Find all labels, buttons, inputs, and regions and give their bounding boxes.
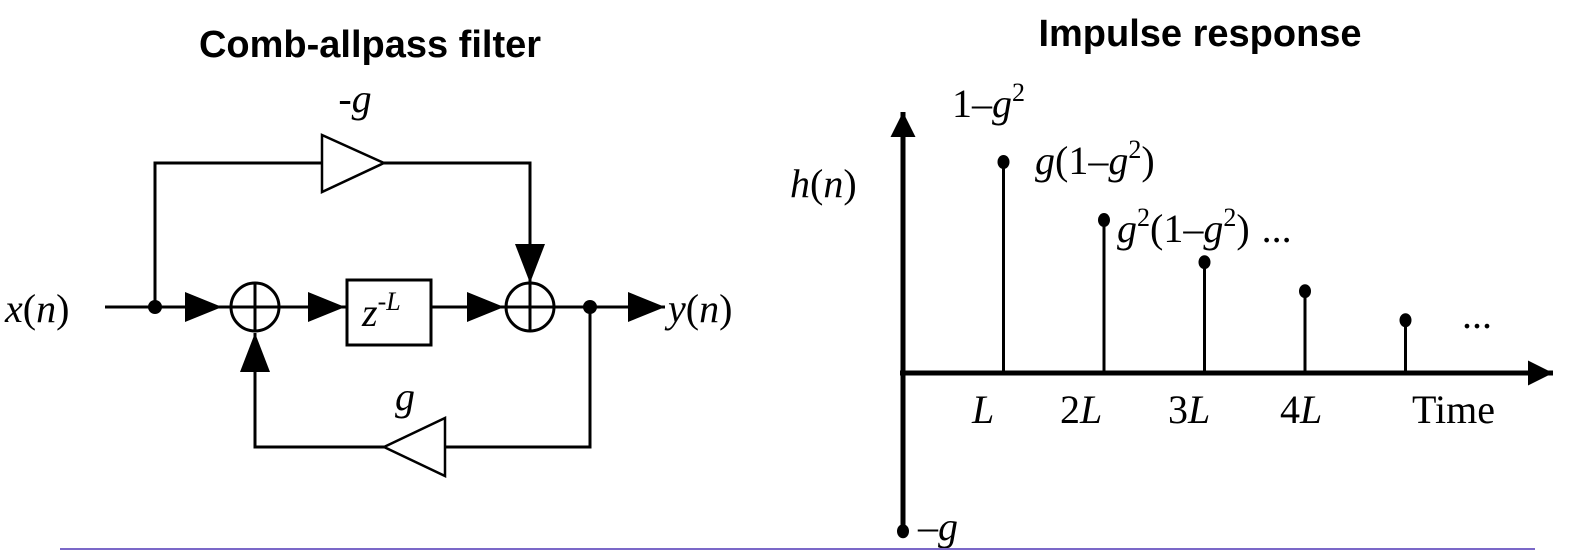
tick-label: 2L — [1060, 387, 1102, 432]
tick-label: L — [971, 387, 994, 432]
tick-label: 3L — [1168, 387, 1210, 432]
stem-marker — [997, 155, 1010, 169]
feedback-gain-triangle — [381, 416, 447, 478]
stem-marker — [1198, 255, 1211, 270]
stem-marker — [1098, 213, 1110, 228]
feedforward-gain-triangle — [320, 133, 387, 194]
feedback-wire — [445, 307, 592, 449]
output-label: y(n) — [664, 286, 732, 331]
arrow-icon — [240, 333, 270, 372]
value-label-third: g2(1–g2)... — [1117, 203, 1292, 251]
arrow-icon — [467, 292, 504, 322]
delay-block — [345, 278, 433, 347]
block-diagram: Comb-allpass filter x(n) y(n) z-L -g g — [4, 24, 732, 478]
y-axis-label: h(n) — [790, 161, 857, 206]
x-axis-label: Time — [1412, 387, 1495, 432]
feedforward-wire — [153, 161, 322, 307]
feedback-gain-label: g — [395, 374, 415, 419]
arrow-icon — [308, 292, 345, 322]
value-label-second: g(1–g2) — [1035, 135, 1155, 183]
stem-marker — [1399, 313, 1412, 328]
value-label-negative: –g — [917, 504, 958, 549]
feedforward-gain-label: -g — [338, 76, 371, 121]
stem-marker — [1299, 284, 1311, 299]
delay-label: z-L — [361, 287, 401, 335]
diagram-title: Comb-allpass filter — [199, 24, 541, 66]
value-label-first: 1–g2 — [952, 78, 1025, 126]
input-label: x(n) — [4, 286, 69, 331]
impulse-response-chart: Impulse response h(n) Time L 2L 3L 4L 1–… — [790, 13, 1553, 549]
arrow-icon — [185, 292, 222, 322]
chart-title: Impulse response — [1038, 13, 1361, 55]
stem-marker — [897, 524, 909, 539]
tail-ellipsis: ... — [1462, 292, 1492, 337]
arrow-icon — [515, 244, 545, 283]
tick-label: 4L — [1280, 387, 1322, 432]
arrow-icon — [628, 292, 665, 322]
